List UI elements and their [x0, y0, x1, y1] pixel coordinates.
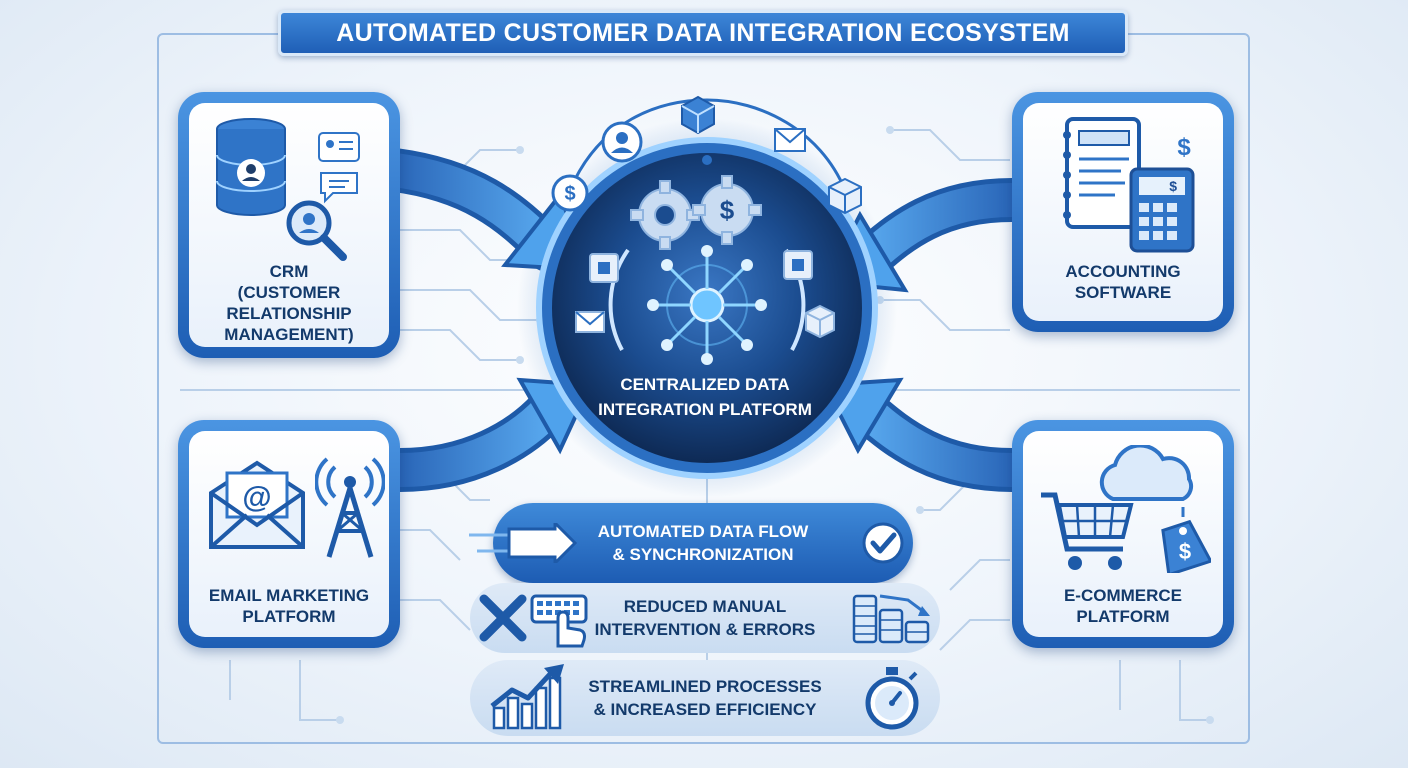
benefit-reduced-manual: REDUCED MANUAL INTERVENTION & ERRORS: [470, 583, 940, 653]
cloud-icon: [1099, 445, 1194, 501]
data-cube-icon: [681, 95, 715, 135]
benefit-automated-flow: AUTOMATED DATA FLOW & SYNCHRONIZATION: [469, 503, 913, 583]
package-box-icon: [828, 177, 862, 215]
arrow-email-to-hub: [378, 377, 594, 492]
benefit-automated-flow-line2: & SYNCHRONIZATION: [612, 545, 794, 564]
svg-text:$: $: [1169, 178, 1177, 194]
orbit-node: [702, 155, 712, 165]
node-ecommerce: $ E-COMMERCE PLATFORM: [1012, 420, 1234, 648]
node-accounting-label-line2: SOFTWARE: [1074, 283, 1172, 302]
hub-label: CENTRALIZED DATA INTEGRATION PLATFORM: [560, 372, 850, 422]
keyboard-hand-icon: [530, 594, 588, 648]
node-ecommerce-label-line2: PLATFORM: [1076, 607, 1170, 626]
node-email-label: EMAIL MARKETING PLATFORM: [193, 585, 385, 627]
node-email-label-line1: EMAIL MARKETING: [208, 586, 370, 605]
node-accounting: $ $ ACCOUNTING SOFTWARE: [1012, 92, 1234, 332]
data-cube-icon: [589, 253, 619, 283]
node-crm-label-line4: MANAGEMENT): [224, 325, 354, 344]
svg-text:$: $: [1179, 539, 1191, 564]
price-tag-icon: $: [1161, 507, 1211, 573]
user-circle-icon: [601, 121, 643, 163]
hub-label-line1: CENTRALIZED DATA: [620, 375, 790, 394]
coin-stack-icon: [852, 594, 930, 644]
calculator-icon: $: [1129, 167, 1195, 253]
benefit-streamlined-line1: STREAMLINED PROCESSES: [588, 677, 822, 696]
node-accounting-label: ACCOUNTING SOFTWARE: [1027, 261, 1219, 303]
contact-card-icon: [318, 132, 360, 162]
node-crm-card: CRM (CUSTOMER RELATIONSHIP MANAGEMENT): [189, 103, 389, 347]
node-crm: CRM (CUSTOMER RELATIONSHIP MANAGEMENT): [178, 92, 400, 358]
svg-text:@: @: [242, 481, 271, 514]
growth-chart-icon: [490, 664, 564, 730]
magnifier-icon: [286, 200, 347, 261]
node-ecommerce-card: $ E-COMMERCE PLATFORM: [1023, 431, 1223, 637]
benefit-streamlined-text: STREAMLINED PROCESSES & INCREASED EFFICI…: [588, 675, 821, 721]
svg-text:$: $: [1177, 134, 1191, 161]
benefit-reduced-manual-line1: REDUCED MANUAL: [623, 597, 787, 616]
envelope-at-icon: @: [209, 460, 305, 549]
ledger-icon: [1063, 117, 1141, 229]
node-email: @ EMAIL MARKETING PLATFORM: [178, 420, 400, 648]
node-crm-label-line3: RELATIONSHIP: [226, 304, 352, 323]
cross-x-icon: [479, 594, 527, 642]
benefit-reduced-manual-line2: INTERVENTION & ERRORS: [594, 620, 816, 639]
shopping-cart-icon: [1041, 492, 1134, 570]
svg-text:$: $: [720, 195, 735, 225]
node-accounting-card: $ $ ACCOUNTING SOFTWARE: [1023, 103, 1223, 321]
checkmark-circle-icon: [862, 522, 904, 564]
node-ecommerce-label: E-COMMERCE PLATFORM: [1027, 585, 1219, 627]
benefit-streamlined: STREAMLINED PROCESSES & INCREASED EFFICI…: [470, 660, 940, 736]
package-box-icon: [805, 304, 835, 339]
data-cube-icon: [783, 250, 813, 280]
hub-label-line2: INTEGRATION PLATFORM: [598, 400, 812, 419]
node-accounting-label-line1: ACCOUNTING: [1065, 262, 1181, 281]
node-crm-label-line1: CRM: [269, 262, 309, 281]
benefit-reduced-manual-text: REDUCED MANUAL INTERVENTION & ERRORS: [595, 595, 816, 641]
dollar-icon: $: [1177, 134, 1191, 161]
node-email-card: @ EMAIL MARKETING PLATFORM: [189, 431, 389, 637]
arrow-right-icon: [469, 523, 578, 563]
envelope-icon: [575, 311, 605, 333]
svg-text:$: $: [564, 183, 575, 205]
database-icon: [216, 118, 286, 216]
network-node-icon: [647, 245, 767, 365]
benefit-streamlined-line2: & INCREASED EFFICIENCY: [593, 700, 817, 719]
stopwatch-icon: [865, 667, 919, 730]
diagram-title: AUTOMATED CUSTOMER DATA INTEGRATION ECOS…: [278, 10, 1128, 56]
dollar-coin-icon: $: [551, 174, 589, 212]
node-ecommerce-label-line1: E-COMMERCE: [1063, 586, 1183, 605]
dollar-gear-icon: $: [692, 175, 762, 245]
benefit-automated-flow-line1: AUTOMATED DATA FLOW: [597, 522, 809, 541]
cycle-arrow-left: [608, 248, 630, 351]
node-crm-label-line2: (CUSTOMER: [237, 283, 341, 302]
benefit-automated-flow-text: AUTOMATED DATA FLOW & SYNCHRONIZATION: [598, 520, 809, 566]
envelope-icon: [774, 128, 806, 152]
broadcast-tower-icon: [315, 457, 385, 558]
chat-bubble-icon: [320, 172, 358, 204]
node-crm-label: CRM (CUSTOMER RELATIONSHIP MANAGEMENT): [193, 261, 385, 345]
node-email-label-line2: PLATFORM: [242, 607, 336, 626]
